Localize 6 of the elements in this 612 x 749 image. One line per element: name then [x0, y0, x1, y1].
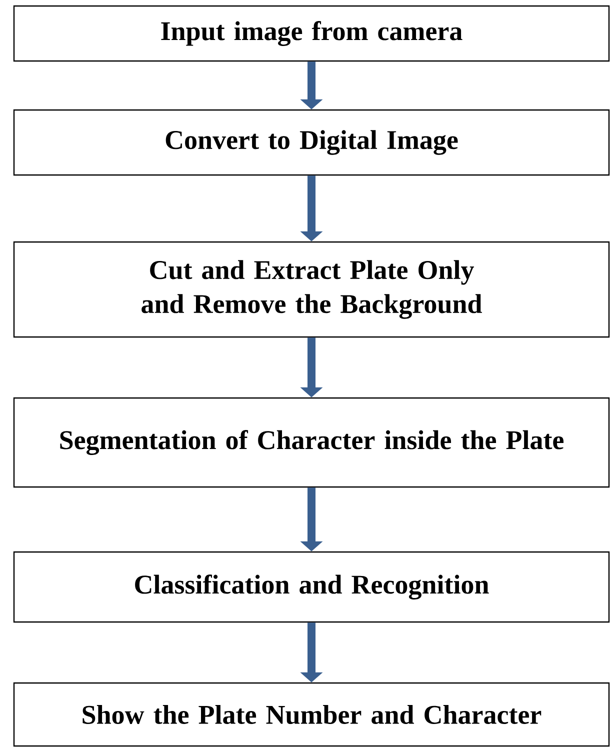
process-box: Cut and Extract Plate Only and Remove the Background: [13, 241, 610, 338]
process-box: Show the Plate Number and Character: [13, 682, 610, 747]
process-box: Convert to Digital Image: [13, 109, 610, 176]
process-box: Input image from camera: [13, 5, 610, 62]
process-box: Segmentation of Character inside the Plate: [13, 397, 610, 488]
process-box: Classification and Recognition: [13, 551, 610, 623]
